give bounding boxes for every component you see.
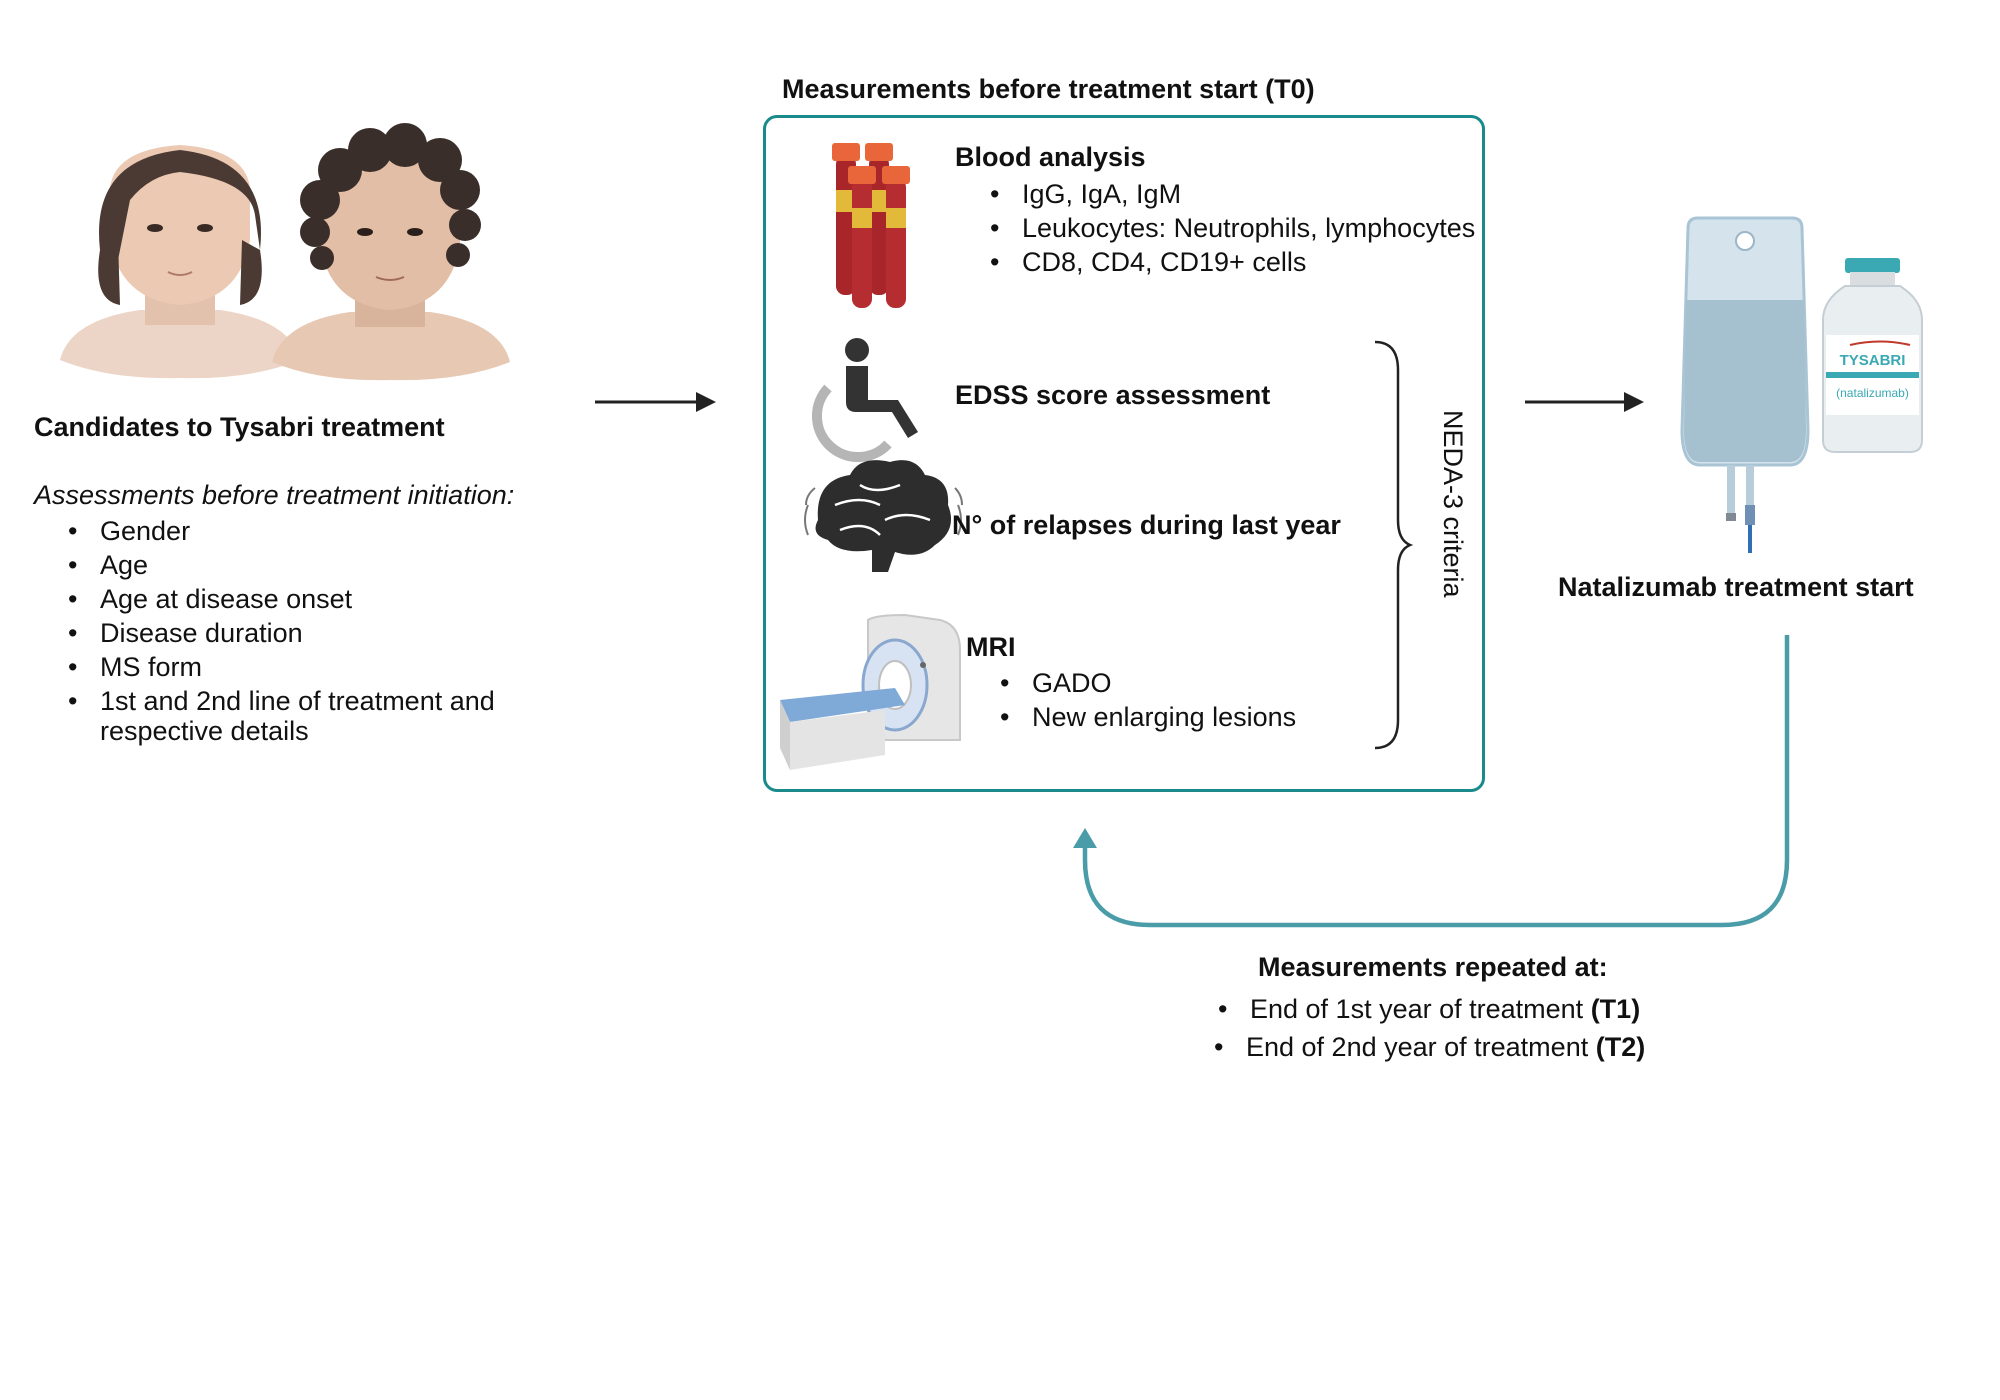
patient-portrait-2-icon [272, 123, 510, 381]
list-item: Leukocytes: Neutrophils, lymphocytes [990, 211, 1475, 245]
repeat-loop-arrow-icon [1073, 635, 1790, 928]
neda-criteria-text: NEDA-3 criteria [1438, 410, 1468, 598]
assessments-heading: Assessments before treatment initiation: [34, 480, 515, 510]
assessments-list-continuation: respective details [100, 716, 309, 746]
blood-tubes-icon [832, 143, 910, 308]
list-item: 1st and 2nd line of treatment and [68, 684, 495, 718]
list-item: Age [68, 548, 495, 582]
list-item: Age at disease onset [68, 582, 495, 616]
list-item: MS form [68, 650, 495, 684]
neda-criteria-label: NEDA-3 criteria [1432, 410, 1472, 640]
list-item: End of 2nd year of treatment (T2) [1214, 1028, 1645, 1066]
brain-icon [804, 460, 963, 572]
patient-portrait-1-icon [60, 145, 300, 379]
assessments-list: Gender Age Age at disease onset Disease … [68, 514, 495, 718]
wheelchair-icon [811, 338, 918, 462]
candidates-title: Candidates to Tysabri treatment [34, 412, 445, 442]
mri-list: GADO New enlarging lesions [1000, 666, 1296, 734]
blood-analysis-list: IgG, IgA, IgM Leukocytes: Neutrophils, l… [990, 177, 1475, 279]
list-item: Disease duration [68, 616, 495, 650]
repeat-item-text: End of 2nd year of treatment [1246, 1032, 1596, 1062]
relapses-title: N° of relapses during last year [952, 510, 1341, 540]
list-item: CD8, CD4, CD19+ cells [990, 245, 1475, 279]
list-item: GADO [1000, 666, 1296, 700]
edss-title: EDSS score assessment [955, 380, 1271, 410]
arrow-to-treatment-icon [1525, 392, 1644, 412]
repeat-item-text: End of 1st year of treatment [1250, 994, 1591, 1024]
list-item: New enlarging lesions [1000, 700, 1296, 734]
neda-brace-icon [1374, 340, 1414, 750]
repeat-title: Measurements repeated at: [1258, 952, 1608, 982]
tysabri-vial-icon [1822, 258, 1923, 453]
repeat-list: End of 1st year of treatment (T1) End of… [1214, 990, 1645, 1066]
list-item: End of 1st year of treatment (T1) [1218, 990, 1645, 1028]
t0-title: Measurements before treatment start (T0) [782, 74, 1315, 104]
treatment-title: Natalizumab treatment start [1558, 572, 1914, 602]
arrow-to-t0-icon [595, 392, 716, 412]
vial-generic-label: (natalizumab) [1836, 386, 1909, 400]
mri-scanner-icon [780, 613, 961, 770]
blood-analysis-title: Blood analysis [955, 142, 1146, 172]
repeat-item-tag: (T2) [1595, 1032, 1646, 1062]
mri-title: MRI [966, 632, 1016, 662]
iv-bag-icon [1680, 216, 1810, 553]
t0-measurements-box [763, 115, 1485, 792]
list-item: Gender [68, 514, 495, 548]
vial-brand-label: TYSABRI [1839, 352, 1906, 369]
repeat-item-tag: (T1) [1590, 994, 1641, 1024]
list-item: IgG, IgA, IgM [990, 177, 1475, 211]
